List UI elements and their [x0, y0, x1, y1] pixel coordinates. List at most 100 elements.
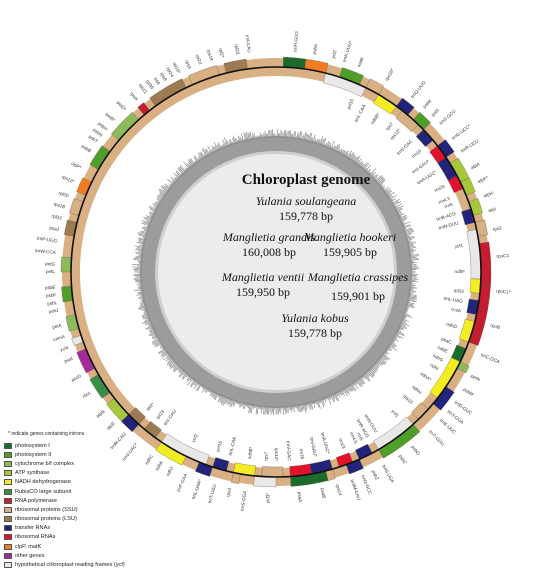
legend: * indicate genes containing introns phot…: [4, 431, 154, 570]
gene-label: ycf4: [59, 345, 69, 353]
legend-item: transfer RNAs: [4, 524, 154, 533]
species-size-3: 159,905 bp: [323, 245, 377, 259]
gene-label: rpl23: [234, 44, 241, 55]
gene-label: psbH: [97, 121, 108, 132]
gene-label: rpoC1*: [496, 288, 511, 294]
legend-item: ribosomal proteins (SSU): [4, 505, 154, 514]
gene-label: rps19: [206, 49, 214, 62]
legend-label: RNA polymerase: [15, 497, 57, 504]
species-name-1: Yulania soulangeana: [256, 194, 357, 208]
gene-label: ndhI: [429, 362, 439, 371]
legend-item: RNA polymerase: [4, 496, 154, 505]
gene-label: trnF-GAA: [176, 472, 189, 493]
gene-label: ndhF: [455, 269, 466, 274]
gene-label: petG: [45, 261, 56, 266]
gene-label: ndhJ: [165, 466, 174, 477]
gene-label: ccsA: [451, 307, 463, 314]
legend-swatch: [4, 543, 12, 550]
gene-label: petD*: [116, 100, 128, 112]
gene-label: atpE: [106, 421, 116, 431]
gene-label: ndhG: [432, 353, 445, 363]
gene-label: rps7: [263, 451, 268, 461]
legend-item: RubisCO large subunit: [4, 487, 154, 496]
gene-label: trnS-GGA: [240, 490, 248, 512]
gene-label: rrn16: [299, 448, 306, 460]
legend-item: photosystem II: [4, 450, 154, 459]
species-size-6: 159,778 bp: [288, 326, 342, 340]
gene-label: ndhE: [437, 345, 449, 354]
legend-item: NADH dehydrogenase: [4, 478, 154, 487]
gene-label: rps4: [225, 487, 232, 497]
legend-label: ribosomal proteins (LSU): [15, 516, 77, 523]
gene-label: rps16*: [384, 68, 395, 82]
gene-label: trnC-GCA: [480, 352, 501, 365]
gene-label: trnK-UUU*: [342, 40, 354, 62]
gene-label: rps15: [402, 393, 414, 405]
species-size-4: 159,950 bp: [236, 285, 290, 299]
gene-label: psbK: [422, 97, 433, 109]
gene-label: psbJ: [48, 308, 58, 315]
legend-label: other genes: [15, 552, 45, 559]
gene-label: ycf1: [390, 409, 400, 419]
gene-label: psbC: [398, 454, 409, 466]
gene-label: psbT: [88, 134, 99, 144]
gene-label: ycf2: [331, 49, 338, 59]
gene-label: trnfM-CAU: [350, 479, 362, 501]
gene-label: petL: [46, 269, 55, 274]
gene-label: psaA: [297, 491, 303, 503]
gene-label: trnV-GAC: [286, 441, 292, 462]
gene-label: psbF: [46, 292, 57, 298]
gene-label: trnP-UGG: [37, 236, 58, 244]
gene-label: rps2: [492, 225, 502, 232]
gene-label: psaI: [63, 356, 73, 364]
gene-label: rbcL: [82, 390, 93, 399]
gene-label: rpl22: [195, 54, 203, 66]
gene-block: [261, 466, 284, 478]
gene-label: ycf2: [191, 433, 199, 443]
gene-label: clpP*: [70, 161, 82, 171]
gene-label: petN: [470, 373, 481, 382]
gene-label: trnI-CAU: [245, 35, 252, 53]
legend-swatch: [4, 534, 12, 541]
gene-label: rrn4.5: [349, 431, 359, 444]
gc-ring-spikes: [132, 128, 420, 416]
legend-label: photosystem I: [15, 442, 50, 449]
gene-label: psbN: [92, 127, 104, 138]
species-size-2: 160,008 bp: [242, 245, 296, 259]
legend-swatch: [4, 506, 12, 513]
gene-label: trnG-UCC*: [451, 123, 472, 140]
legend-label: RubisCO large subunit: [15, 488, 72, 495]
gene-label: trnL-UAG: [443, 296, 463, 304]
gene-label: rpl32: [454, 288, 465, 294]
gene-label: ndhB*: [370, 112, 381, 125]
gene-label: trnI-GAU*: [309, 437, 318, 458]
gene-label: trnE-UUC: [439, 418, 458, 435]
gene-label: trnI-CAU: [163, 409, 178, 426]
legend-item: ribosomal proteins (LSU): [4, 515, 154, 524]
gene-label: psaC: [440, 336, 452, 345]
gene-label: rrn5: [356, 432, 364, 442]
gene-label: rrn23: [338, 437, 347, 449]
gene-label: rps12*: [274, 448, 279, 461]
species-name-5: Manglietia crassipes: [307, 270, 409, 284]
gene-label: ndhA*: [419, 371, 432, 382]
legend-label: cytochrome b/f complex: [15, 460, 75, 467]
gene-label: trnI-GAU*: [411, 159, 430, 175]
gene-label: rrn16: [411, 148, 423, 159]
legend-swatch: [4, 451, 12, 458]
gene-label: trnR-ACG: [436, 211, 457, 222]
genome-title: Chloroplast genome: [242, 172, 371, 188]
gene-label: cemA: [53, 334, 67, 342]
legend-label: clpP, matK: [15, 543, 42, 550]
species-size-1: 159,778 bp: [279, 209, 333, 223]
gene-label: trnS-UGA: [381, 464, 395, 485]
gene-label: ndhH: [411, 384, 423, 395]
gene-label: rpl23: [155, 409, 166, 420]
gene-label: rpoC2: [496, 253, 509, 259]
legend-label: transfer RNAs: [15, 525, 51, 532]
gene-label: ycf1: [454, 243, 463, 249]
legend-item: ribosomal RNAs: [4, 533, 154, 542]
gene-label: rpl2*: [218, 48, 225, 59]
legend-intron-note: * indicate genes containing introns: [8, 431, 85, 437]
